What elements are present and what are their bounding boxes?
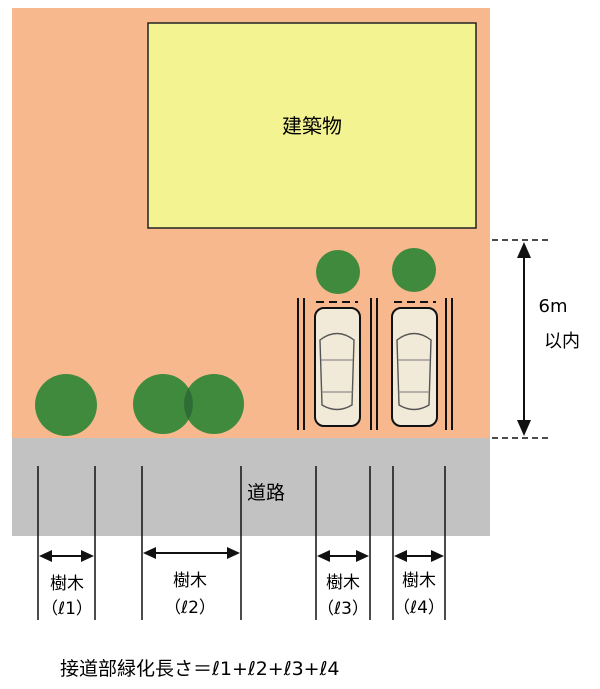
length-arrows [39,547,444,562]
tree-1 [35,374,97,436]
building [147,22,477,229]
measure-lines [37,466,446,620]
tree-label-4: 樹木 （ℓ4） [393,568,445,620]
tree-label-1: 樹木 （ℓ1） [41,568,93,620]
car-2 [391,307,438,427]
tree-3 [316,250,360,294]
dimension-distance: 6m [539,296,568,317]
tree-overlap [184,388,193,420]
tree-label-4-name: 樹木 [402,571,436,591]
tree-label-3-name: 樹木 [326,573,360,593]
tree-4 [392,248,436,292]
building-label: 建築物 [282,114,342,138]
tree-2b [184,374,244,434]
dimension-suffix: 以内 [544,331,580,352]
road-label: 道路 [247,482,285,504]
tree-label-3: 樹木 （ℓ3） [317,568,369,620]
tree-label-4-symbol: （ℓ4） [393,598,445,618]
greening-formula: 接道部緑化長さ＝ℓ1+ℓ2+ℓ3+ℓ4 [60,658,340,680]
tree-label-3-symbol: （ℓ3） [317,599,369,619]
car-1 [314,307,361,427]
tree-2a [133,374,193,434]
tree-label-2-symbol: （ℓ2） [164,598,216,618]
tree-label-1-symbol: （ℓ1） [41,599,93,619]
road [12,438,490,536]
dimension-6m [492,239,552,439]
parking-lines [297,298,453,430]
tree-label-2-name: 樹木 [173,571,207,591]
tree-label-2: 樹木 （ℓ2） [164,571,216,618]
tree-label-1-name: 樹木 [50,574,84,594]
